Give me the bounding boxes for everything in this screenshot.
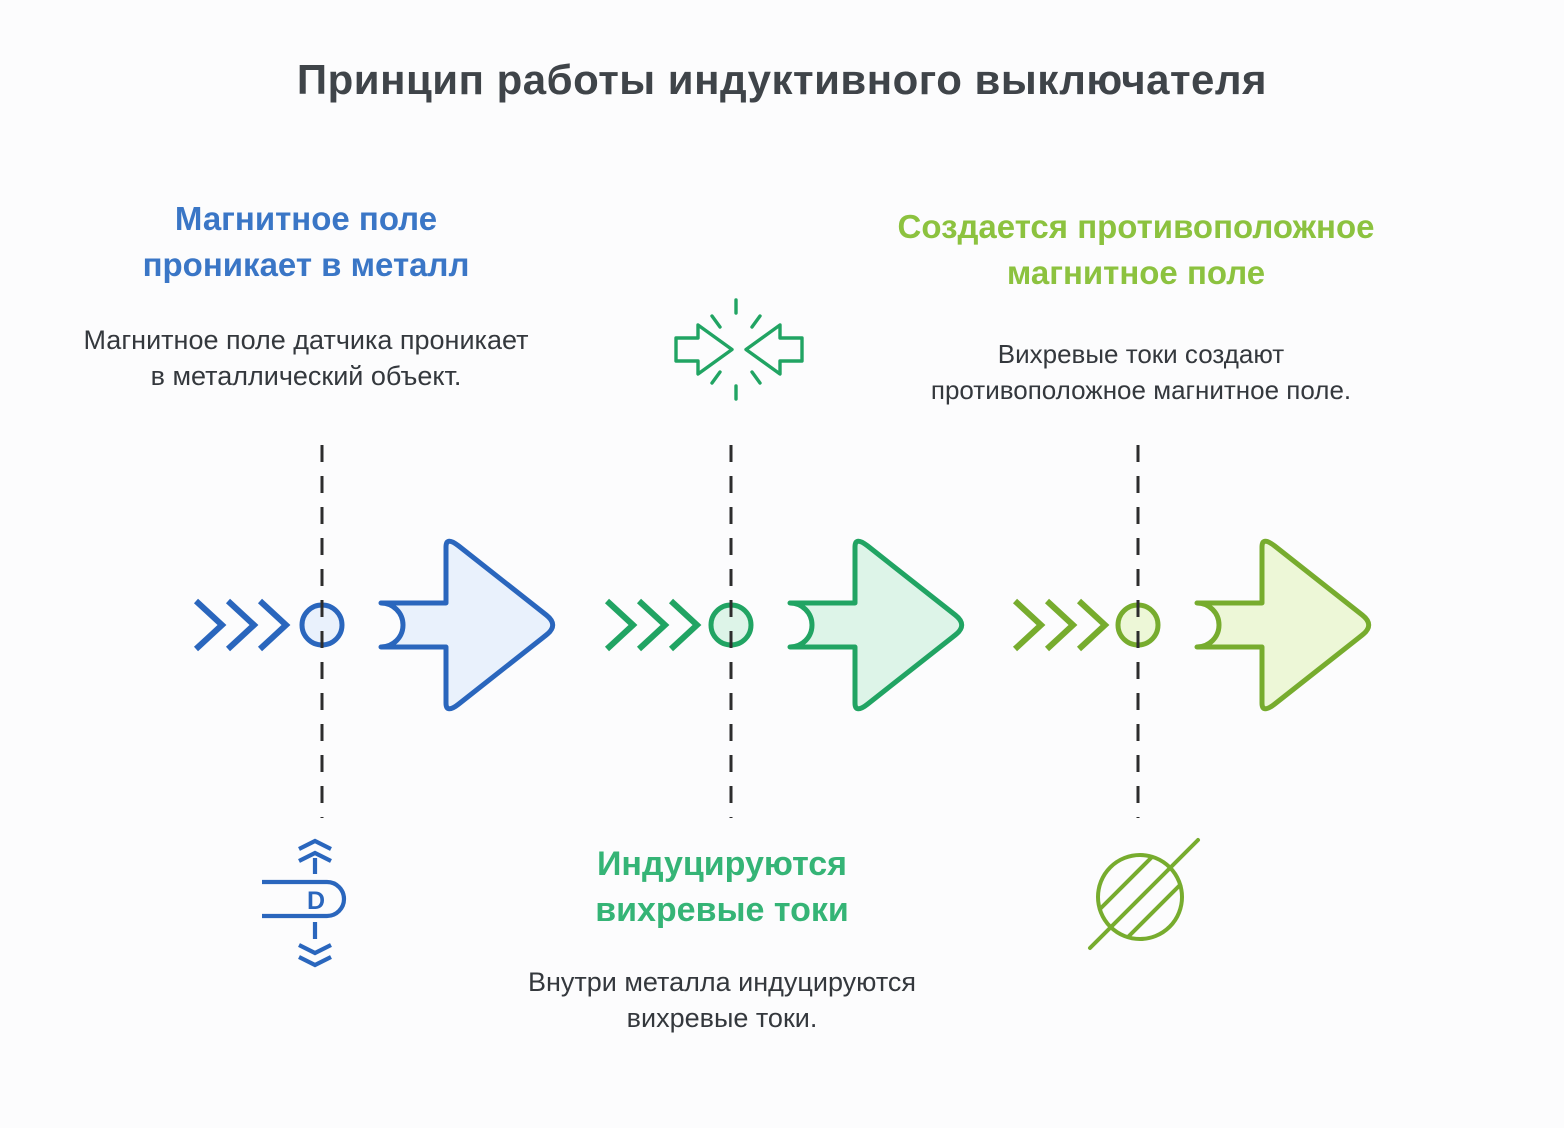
chevron-icon — [1015, 601, 1041, 649]
big-arrow-icon — [381, 541, 553, 709]
chevron-icon — [196, 601, 222, 649]
sensing-distance-icon: D — [262, 838, 347, 968]
big-arrow-icon — [1197, 541, 1369, 709]
step-heading-opposite-field: Создается противоположное магнитное поле — [897, 208, 1375, 291]
step-body-eddy-currents: Внутри металла индуцируются вихревые ток… — [527, 967, 917, 1033]
chevron-icon — [639, 601, 665, 649]
chevron-icon — [671, 601, 697, 649]
step-body-magnetic-field: Магнитное поле датчика проникает в метал… — [83, 325, 529, 391]
big-arrow-icon — [790, 541, 962, 709]
step-heading-eddy-currents: Индуцируются вихревые токи — [595, 845, 849, 929]
hatched-circle-icon — [1088, 838, 1200, 950]
detection-boundaries — [320, 445, 1140, 818]
flow-group-opposite-field — [1015, 541, 1369, 709]
collide-arrows-icon — [674, 298, 804, 401]
chevron-icon — [607, 601, 633, 649]
chevron-icon — [1079, 601, 1105, 649]
chevron-icon — [260, 601, 286, 649]
step-body-opposite-field: Вихревые токи создают противоположное ма… — [930, 339, 1352, 405]
sensing-distance-label: D — [307, 887, 325, 915]
flow-group-magnetic-field — [196, 541, 553, 709]
page-title: Принцип работы индуктивного выключателя — [296, 56, 1268, 103]
chevron-icon — [228, 601, 254, 649]
step-heading-magnetic-field: Магнитное поле проникает в металл — [142, 200, 470, 283]
chevron-icon — [1047, 601, 1073, 649]
flow-group-eddy-currents — [607, 541, 962, 709]
